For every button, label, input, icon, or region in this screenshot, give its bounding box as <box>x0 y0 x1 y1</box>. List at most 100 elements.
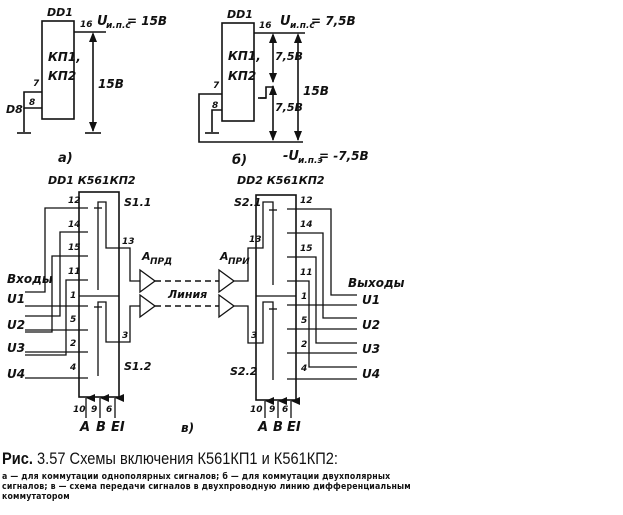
output-u4: U4 <box>362 367 380 381</box>
chip-label-b: DD1 <box>227 8 253 21</box>
input-u2: U2 <box>7 318 25 332</box>
rx-chip-label: DD2 К561КП2 <box>237 174 325 187</box>
input-u1: U1 <box>7 292 25 306</box>
figure-caption-body: а — для коммутации однополярных сигналов… <box>2 472 411 502</box>
output-u2: U2 <box>362 318 380 332</box>
figure-caption-title: Рис. 3.57 Схемы включения К561КП1 и К561… <box>2 449 338 469</box>
tx-wire-pin13 <box>119 247 140 282</box>
switch-s1-2: S1.2 <box>124 360 152 373</box>
tx-chip-label: DD1 К561КП2 <box>48 174 136 187</box>
tx-pin-1: 1 <box>70 291 76 301</box>
tx-amplifier-bottom <box>139 293 157 319</box>
chip-body-line1-b: КП1, <box>228 49 261 63</box>
rx-ctrl-label-a: A <box>257 420 268 435</box>
rx-pin-12: 12 <box>300 196 313 206</box>
switch-s2-2-contact <box>234 301 274 380</box>
tx-pin-3: 3 <box>122 331 128 341</box>
diagram-c-transmitter: DD1 К561КП2 S1.1 S1.2 12 14 15 11 1 5 2 … <box>7 174 172 435</box>
supply-value-b: = 7,5В <box>311 14 356 28</box>
tx-pin-14: 14 <box>68 220 81 230</box>
pin-16-b: 16 <box>259 21 272 31</box>
rx-ctrl-label-ei: EI <box>287 420 301 435</box>
upper-span-b: 7,5В <box>275 50 303 63</box>
output-u3: U3 <box>362 342 380 356</box>
neg-supply-sub-b: и.п.э <box>298 156 323 166</box>
arrow-head-down-a <box>89 122 97 132</box>
output-wire-u4-a <box>287 280 357 368</box>
chip-dd1-c <box>78 191 120 398</box>
panel-label-c: в) <box>181 421 194 435</box>
arrow-head-b5 <box>294 33 302 43</box>
switch-s1-1-contact <box>97 201 119 290</box>
lower-span-b: 7,5В <box>275 101 303 114</box>
supply-sub-b: и.п.с <box>290 21 315 31</box>
wire-pin7-8-a <box>23 91 42 109</box>
rx-ctrl-pin-10: 10 <box>250 405 263 415</box>
pin-7-b: 7 <box>213 81 220 91</box>
input-u3: U3 <box>7 341 25 355</box>
wire-pin7-neg-b <box>198 93 303 143</box>
tx-pin-12: 12 <box>68 196 81 206</box>
tx-ctrl-pin-10: 10 <box>73 405 86 415</box>
arrow-head-b3 <box>269 85 277 95</box>
diagram-c-receiver: A ПРИ DD2 К561КП2 S2.1 S2.2 13 3 12 14 1… <box>218 174 405 435</box>
wire-pin8-b <box>211 109 222 132</box>
rx-ctrl-pin-6: 6 <box>282 405 288 415</box>
output-wire-u1-a <box>287 208 357 296</box>
chip-dd2-c <box>255 194 297 401</box>
rx-ctrl-label-b: B <box>273 420 283 435</box>
tx-wire-pin3 <box>119 305 140 343</box>
rx-pin-1: 1 <box>301 292 307 302</box>
supply-label-b: U <box>280 14 291 29</box>
rx-ctrl-pin-9: 9 <box>269 405 275 415</box>
switch-s1-2-contact <box>97 301 119 376</box>
input-u4: U4 <box>7 367 25 381</box>
tx-ctrl-label-a: A <box>79 420 90 435</box>
d8-label-a: D8 <box>6 103 23 116</box>
chip-body-line1-a: КП1, <box>48 50 81 64</box>
tx-amp-sub: ПРД <box>150 257 172 267</box>
input-wire-u2-a <box>25 231 88 317</box>
chip-body-line2-a: КП2 <box>48 69 76 83</box>
rx-amp-sub: ПРИ <box>228 257 250 267</box>
neg-supply-value-b: = -7,5В <box>319 149 369 163</box>
pin-8-a: 8 <box>29 98 35 108</box>
tx-pin-13: 13 <box>122 237 135 247</box>
arrow-head-b1 <box>269 33 277 43</box>
rx-amp-label: A <box>219 250 229 263</box>
tx-pin-15: 15 <box>68 243 81 253</box>
tx-pin-11: 11 <box>68 267 81 277</box>
input-wire-u3-a <box>25 255 88 333</box>
diagram-a: DD1 КП1, КП2 16 U и.п.с = 15В 15В 7 8 D8… <box>6 6 167 166</box>
arrow-head-up-a <box>89 32 97 42</box>
tx-pin-2: 2 <box>70 339 76 349</box>
rx-pin-11: 11 <box>300 268 313 278</box>
chip-dd1-b <box>221 22 255 122</box>
panel-label-a: а) <box>58 151 73 166</box>
supply-label-a: U <box>97 14 108 29</box>
supply-sub-a: и.п.с <box>106 21 131 31</box>
rx-amplifier-bottom <box>218 293 236 319</box>
inputs-label: Входы <box>7 272 53 286</box>
diagram-b: DD1 КП1, КП2 16 U и.п.с = 7,5В 7,5В 7,5В… <box>198 8 369 168</box>
figure-title: 3.57 Схемы включения К561КП1 и К561КП2: <box>37 449 338 468</box>
rx-pin-15: 15 <box>300 244 313 254</box>
total-span-b: 15В <box>303 84 329 98</box>
chip-label-a: DD1 <box>47 6 73 19</box>
pin-8-b: 8 <box>212 101 218 111</box>
outputs-label: Выходы <box>348 276 405 290</box>
chip-body-line2-b: КП2 <box>228 69 256 83</box>
output-wire-u3-a <box>287 256 357 344</box>
supply-value-a: = 15В <box>127 14 167 28</box>
tx-pin-4: 4 <box>69 363 76 373</box>
tx-ctrl-pin-6: 6 <box>106 405 112 415</box>
rx-pin-14: 14 <box>300 220 313 230</box>
rx-amplifier-top <box>218 268 236 294</box>
tx-amplifier-top <box>139 268 157 294</box>
figure-prefix: Рис. <box>2 449 33 468</box>
output-u1: U1 <box>362 293 380 307</box>
line-label: Линия <box>167 288 207 301</box>
arrow-head-b6 <box>294 131 302 141</box>
arrow-head-b4 <box>269 131 277 141</box>
voltage-span-a: 15В <box>98 77 124 91</box>
